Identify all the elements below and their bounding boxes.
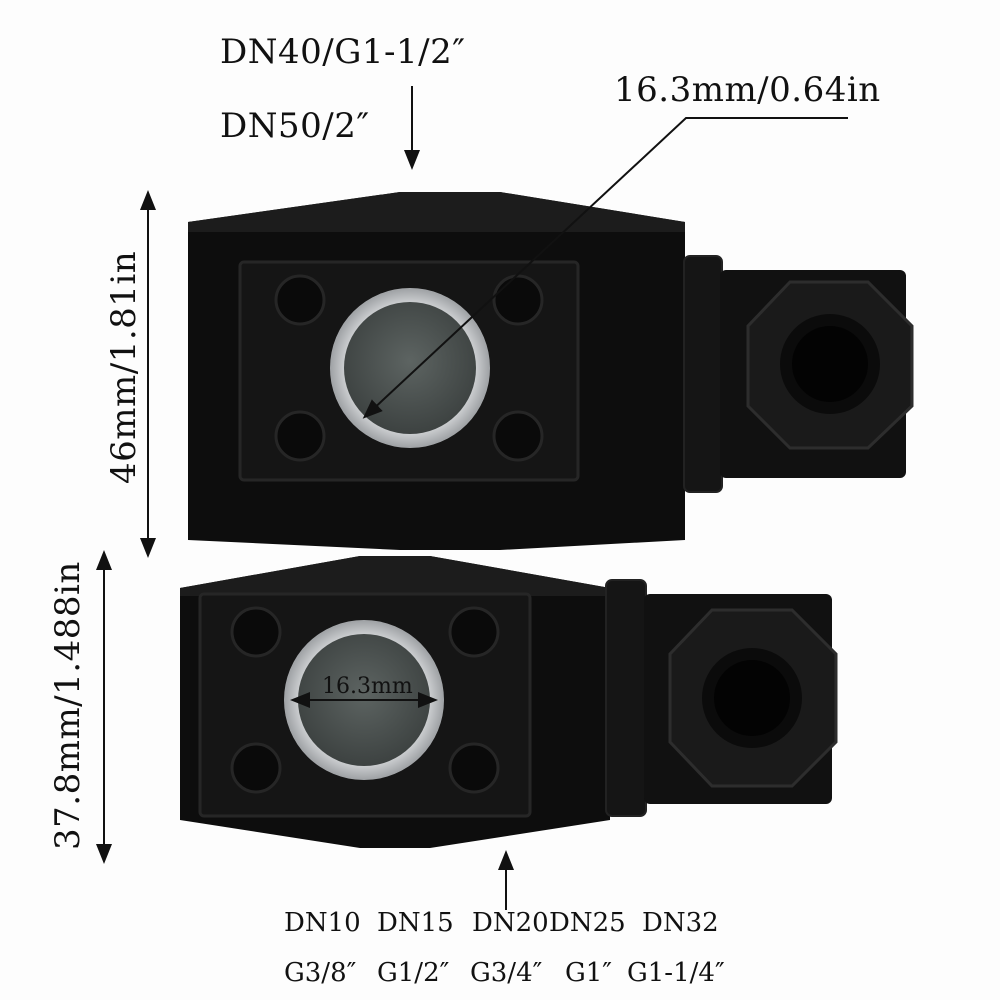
upper-bore-leader: [362, 117, 848, 419]
thread-size-item: G3/8″: [284, 958, 357, 988]
upper-coil: [188, 192, 914, 550]
upper-bore-label: 16.3mm/0.64in: [614, 70, 881, 110]
screw-hole-icon: [492, 274, 544, 326]
lower-bore-label: 16.3mm: [322, 674, 413, 699]
screw-hole-icon: [230, 606, 282, 658]
lower-height-label: 37.8mm/1.488in: [48, 561, 88, 850]
screw-hole-icon: [274, 410, 326, 462]
screw-hole-icon: [448, 606, 500, 658]
upper-connector-collar: [683, 255, 723, 493]
screw-hole-icon: [230, 742, 282, 794]
lower-coil: [180, 556, 838, 848]
dn-size-item: DN15: [377, 908, 454, 938]
dn-size-item: DN32: [642, 908, 719, 938]
lower-connector-collar: [605, 579, 647, 817]
upper-size-label-2: DN50/2″: [220, 106, 370, 146]
upper-size-label-1: DN40/G1-1/2″: [220, 32, 466, 72]
screw-hole-icon: [274, 274, 326, 326]
upper-height-label: 46mm/1.81in: [104, 250, 144, 484]
thread-size-item: G1″: [565, 958, 613, 988]
screw-hole-icon: [492, 410, 544, 462]
screw-hole-icon: [448, 742, 500, 794]
thread-size-item: G1-1/4″: [627, 958, 725, 988]
dn-size-item: DN25: [549, 908, 626, 938]
thread-size-item: G3/4″: [470, 958, 543, 988]
thread-size-item: G1/2″: [377, 958, 450, 988]
dn-size-item: DN10: [284, 908, 361, 938]
dn-size-item: DN20: [472, 908, 549, 938]
upper-bore-glass: [344, 302, 476, 434]
